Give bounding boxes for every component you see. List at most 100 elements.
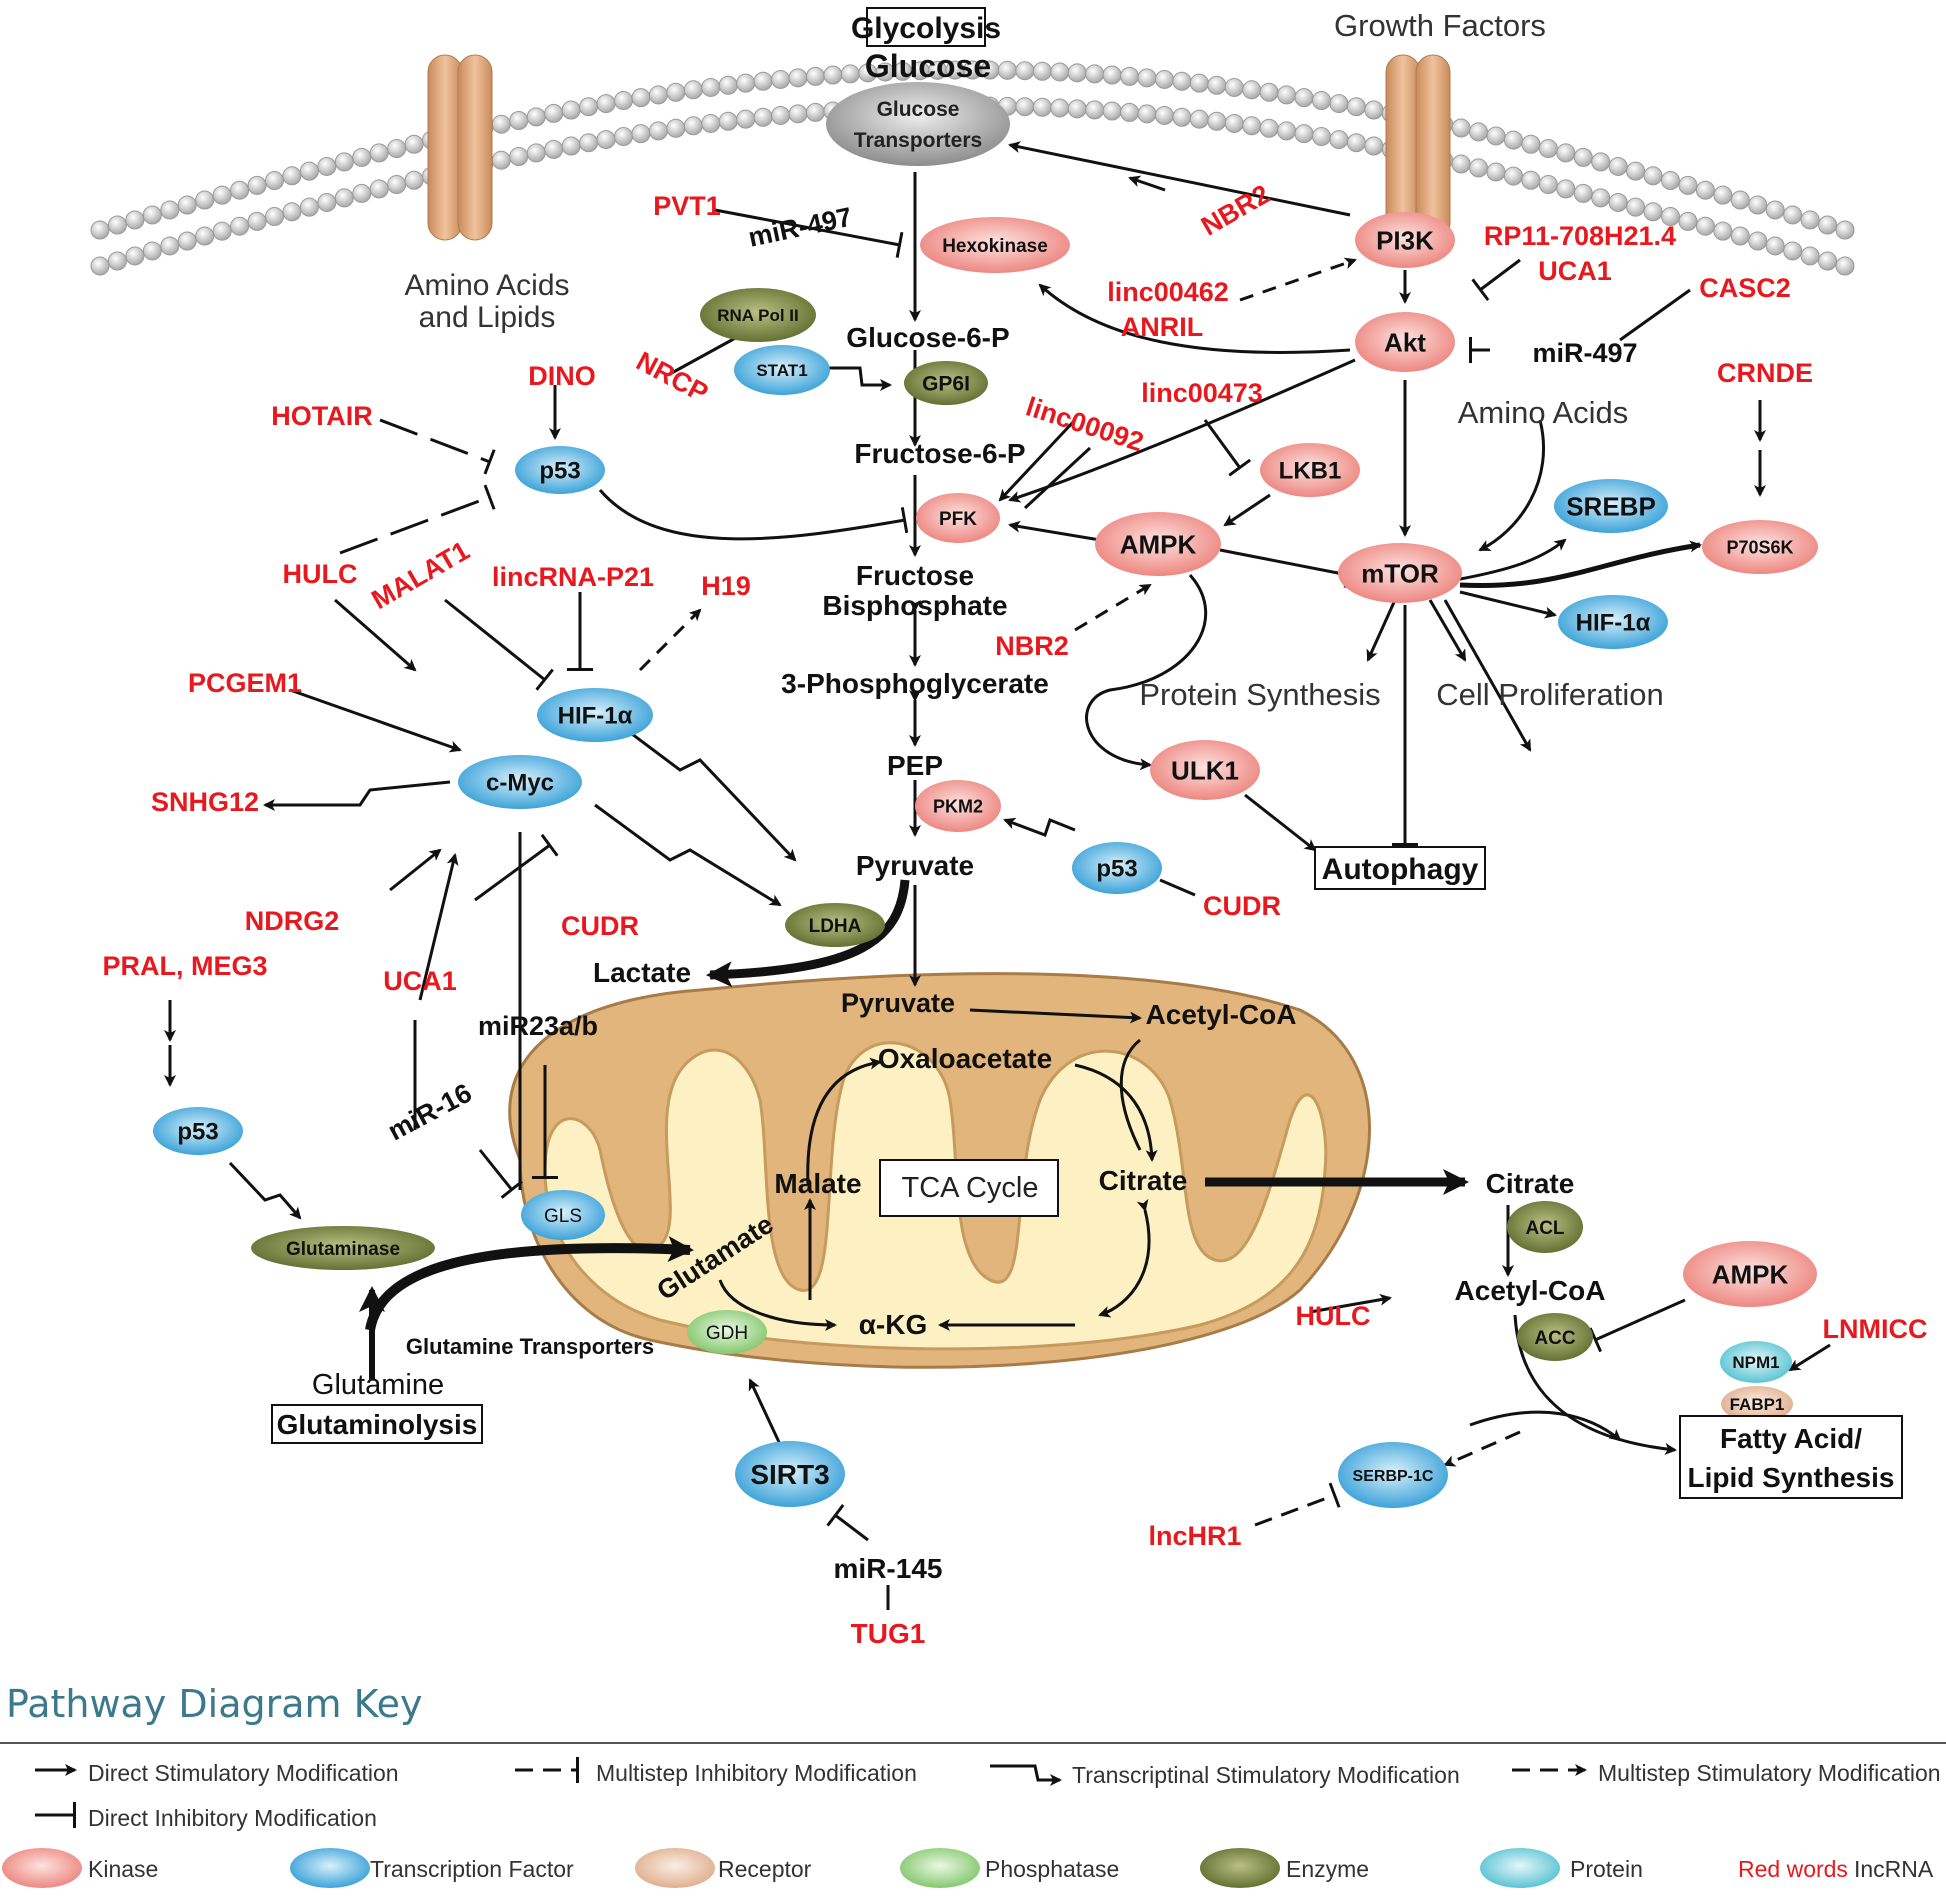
key-multistep-inhib-label: Multistep Inhibitory Modification bbox=[596, 1760, 917, 1786]
lncrnas-ndrg2-label: NDRG2 bbox=[245, 906, 340, 936]
ampk-node-shape bbox=[1095, 512, 1221, 576]
lncrnas-nbr2-mid-label: NBR2 bbox=[995, 631, 1069, 661]
fatty-acid-frame bbox=[1679, 1415, 1903, 1499]
p70s6k-node-shape bbox=[1702, 520, 1818, 574]
lncrnas-rp11-label: RP11-708H21.4 bbox=[1484, 221, 1676, 251]
acc-node-label: ACC bbox=[1534, 1328, 1575, 1349]
p53-mid-node-shape bbox=[1072, 842, 1162, 894]
serbp1c-node-label: SERBP-1C bbox=[1353, 1468, 1434, 1485]
key-enzyme-label: Enzyme bbox=[1286, 1856, 1369, 1882]
key-transcriptional-stim-label: Transcriptinal Stimulatory Modification bbox=[1072, 1762, 1460, 1788]
p53-left-node-shape bbox=[153, 1107, 243, 1155]
headings-amino-acids-label: Amino Acids bbox=[1458, 395, 1629, 430]
akt-node-shape bbox=[1355, 312, 1455, 372]
p70s6k-node-label: P70S6K bbox=[1726, 537, 1793, 557]
gdh-node-shape bbox=[687, 1310, 767, 1354]
ldha-node-shape bbox=[785, 903, 885, 947]
acl-node: ACL bbox=[1507, 1201, 1583, 1253]
autophagy-box: Autophagy bbox=[1314, 846, 1486, 890]
gls-node: GLS bbox=[521, 1190, 605, 1240]
metabolites-fructose-bp-2-label: Bisphosphate bbox=[822, 590, 1007, 621]
lkb1-node-shape bbox=[1260, 443, 1360, 497]
lncrnas-nbr2-top-label: NBR2 bbox=[1196, 179, 1275, 242]
ulk1-node-shape bbox=[1150, 740, 1260, 800]
pi3k-node-shape bbox=[1355, 212, 1455, 268]
headings-glutamine-transporters-label: Glutamine Transporters bbox=[406, 1334, 654, 1359]
hexokinase-node: Hexokinase bbox=[920, 217, 1070, 273]
metabolites-pg3-label: 3-Phosphoglycerate bbox=[781, 668, 1049, 699]
metabolites-glucose-6-p-label: Glucose-6-P bbox=[846, 322, 1009, 353]
headings-glucose-label: Glucose bbox=[865, 48, 991, 84]
glycolysis-box: Glycolysis bbox=[851, 7, 1001, 47]
fatty-acid-title: Lipid Synthesis bbox=[1688, 1462, 1895, 1493]
glutaminase-node-shape bbox=[251, 1226, 435, 1270]
gp6i-node-label: GP6I bbox=[922, 373, 970, 396]
ulk1-node-label: ULK1 bbox=[1171, 755, 1239, 785]
autophagy-title: Autophagy bbox=[1322, 853, 1479, 886]
hif1a-right-node: HIF-1α bbox=[1558, 595, 1668, 649]
headings-protein-synthesis-label: Protein Synthesis bbox=[1139, 677, 1380, 712]
glutaminase-node-label: Glutaminase bbox=[286, 1239, 400, 1260]
lncrnas-malat1-label: MALAT1 bbox=[366, 535, 474, 615]
npm1-node-shape bbox=[1720, 1341, 1792, 1383]
srebp-node: SREBP bbox=[1554, 479, 1668, 533]
hexokinase-node-label: Hexokinase bbox=[942, 236, 1048, 257]
p53-top-node: p53 bbox=[515, 446, 605, 494]
lncrnas-dino-label: DINO bbox=[528, 361, 596, 391]
fabp1-node-label: FABP1 bbox=[1730, 1395, 1785, 1414]
lncrnas-hotair-label: HOTAIR bbox=[271, 401, 373, 431]
rna-pol-ii-node: RNA Pol II bbox=[700, 288, 816, 342]
key-red-words: Red words bbox=[1738, 1856, 1848, 1882]
lncrnas-uca1-top-label: UCA1 bbox=[1538, 256, 1612, 286]
lncrnas-anril-label: ANRIL bbox=[1121, 312, 1204, 342]
lncrnas-linc00462-label: linc00462 bbox=[1107, 277, 1229, 307]
stat1-node: STAT1 bbox=[734, 345, 830, 395]
hif1a-right-node-shape bbox=[1558, 595, 1668, 649]
lncrnas-hulc-right-label: HULC bbox=[1296, 1301, 1371, 1331]
lncrnas-pcgem1-label: PCGEM1 bbox=[188, 668, 302, 698]
cmyc-node-shape bbox=[458, 755, 582, 809]
lncrnas-pvt1-label: PVT1 bbox=[653, 191, 721, 221]
rna-pol-ii-node-shape bbox=[700, 288, 816, 342]
stat1-node-shape bbox=[734, 345, 830, 395]
glutaminolysis-box: Glutaminolysis bbox=[271, 1404, 483, 1444]
metabolites-acetyl-coa-cyto-label: Acetyl-CoA bbox=[1455, 1275, 1606, 1306]
tca-cycle-frame bbox=[879, 1159, 1059, 1217]
acc-node-shape bbox=[1517, 1313, 1593, 1361]
npm1-node: NPM1 bbox=[1720, 1341, 1792, 1383]
lkb1-node: LKB1 bbox=[1260, 443, 1360, 497]
glutaminolysis-frame bbox=[271, 1404, 483, 1444]
mirnas-mir497-right-label: miR-497 bbox=[1532, 338, 1637, 368]
rna-pol-ii-node-label: RNA Pol II bbox=[717, 306, 799, 325]
lncrnas-lnmicc-label: LNMICC bbox=[1823, 1314, 1928, 1344]
ldha-node-label: LDHA bbox=[809, 916, 862, 937]
hif1a-left-node-label: HIF-1α bbox=[558, 703, 633, 730]
mirnas-mir23ab-label: miR23a/b bbox=[478, 1011, 598, 1041]
ampk-right-node-label: AMPK bbox=[1712, 1259, 1789, 1289]
lncrnas-hulc-left-label: HULC bbox=[283, 559, 358, 589]
ulk1-node: ULK1 bbox=[1150, 740, 1260, 800]
fabp1-node: FABP1 bbox=[1721, 1386, 1793, 1422]
gdh-node-label: GDH bbox=[706, 1323, 748, 1344]
metabolites-pyruvate-mito-label: Pyruvate bbox=[841, 988, 955, 1018]
pfk-node-shape bbox=[916, 493, 1000, 543]
mtor-node-label: mTOR bbox=[1361, 558, 1439, 588]
key-kinase-label: Kinase bbox=[88, 1856, 158, 1882]
cmyc-node-label: c-Myc bbox=[486, 770, 554, 797]
autophagy-frame bbox=[1314, 846, 1486, 890]
metabolites-pep-label: PEP bbox=[887, 750, 943, 781]
akt-node: Akt bbox=[1355, 312, 1455, 372]
lncrnas-nrcp-label: NRCP bbox=[631, 346, 713, 408]
srebp-node-label: SREBP bbox=[1566, 491, 1656, 521]
key-phosphatase-label: Phosphatase bbox=[985, 1856, 1119, 1882]
pathway-key bbox=[2, 1757, 1587, 1888]
fatty-acid-title: Fatty Acid/ bbox=[1720, 1423, 1862, 1454]
key-protein-label: Protein bbox=[1570, 1856, 1643, 1882]
sirt3-node-label: SIRT3 bbox=[750, 1459, 829, 1490]
lkb1-node-label: LKB1 bbox=[1279, 458, 1342, 485]
glycolysis-title: Glycolysis bbox=[851, 12, 1001, 45]
npm1-node-label: NPM1 bbox=[1732, 1353, 1779, 1372]
acl-node-shape bbox=[1507, 1201, 1583, 1253]
hif1a-right-node-label: HIF-1α bbox=[1576, 610, 1651, 637]
